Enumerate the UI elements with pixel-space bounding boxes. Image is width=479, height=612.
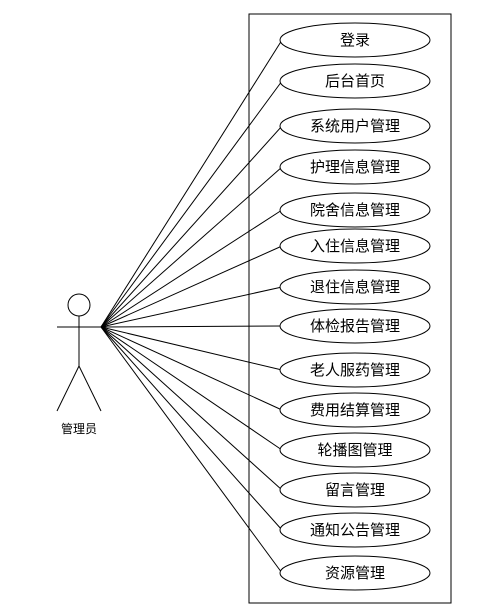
use-case-label: 资源管理	[325, 564, 385, 582]
use-case: 护理信息管理	[279, 149, 431, 185]
use-case-label: 通知公告管理	[310, 521, 400, 539]
use-case-label: 退住信息管理	[310, 278, 400, 296]
use-case-ellipse	[279, 108, 431, 144]
use-case-ellipse	[279, 392, 431, 428]
use-case-ellipse	[279, 192, 431, 228]
use-case-ellipse	[279, 63, 431, 99]
use-case: 通知公告管理	[279, 512, 431, 548]
use-case-ellipse	[279, 269, 431, 305]
use-case-label: 登录	[340, 31, 370, 49]
use-case: 系统用户管理	[279, 108, 431, 144]
use-case-ellipse	[279, 512, 431, 548]
use-case-label: 老人服药管理	[310, 361, 400, 379]
use-case: 留言管理	[279, 472, 431, 508]
use-case: 资源管理	[279, 555, 431, 591]
use-case-label: 入住信息管理	[310, 237, 400, 255]
association-line	[100, 326, 283, 491]
use-case: 入住信息管理	[279, 228, 431, 264]
association-lines	[100, 39, 283, 574]
use-case-ellipse	[279, 352, 431, 388]
use-case-label: 系统用户管理	[310, 117, 400, 135]
association-line	[100, 326, 283, 451]
association-line	[100, 325, 283, 328]
use-case-label: 院舍信息管理	[310, 201, 400, 219]
use-case: 退住信息管理	[279, 269, 431, 305]
system-boundary	[248, 13, 452, 604]
actor-left-leg	[56, 365, 80, 412]
use-case-ellipse	[279, 555, 431, 591]
association-line	[100, 326, 283, 411]
actor-head	[67, 293, 91, 317]
use-case-ellipse	[279, 149, 431, 185]
use-case: 体检报告管理	[279, 308, 431, 344]
actor-label: 管理员	[61, 421, 97, 436]
use-case: 轮播图管理	[279, 432, 431, 468]
use-case: 老人服药管理	[279, 352, 431, 388]
association-line	[100, 80, 283, 328]
use-case-label: 体检报告管理	[310, 317, 400, 335]
association-line	[100, 166, 283, 328]
use-case: 后台首页	[279, 63, 431, 99]
association-line	[100, 326, 283, 531]
use-case: 登录	[279, 22, 431, 58]
association-line	[100, 326, 283, 371]
association-line	[100, 286, 283, 328]
actor-figure	[56, 293, 102, 412]
actor-right-leg	[78, 365, 102, 412]
use-case: 费用结算管理	[279, 392, 431, 428]
use-case-list: 登录后台首页系统用户管理护理信息管理院舍信息管理入住信息管理退住信息管理体检报告…	[279, 22, 431, 591]
association-line	[100, 209, 283, 328]
association-line	[100, 245, 283, 328]
association-line	[100, 326, 283, 574]
association-line	[100, 125, 283, 328]
use-case-ellipse	[279, 22, 431, 58]
use-case-label: 留言管理	[325, 481, 385, 499]
use-case-label: 护理信息管理	[310, 158, 400, 176]
use-case-ellipse	[279, 432, 431, 468]
use-case-label: 费用结算管理	[310, 401, 400, 419]
use-case: 院舍信息管理	[279, 192, 431, 228]
use-case-label: 轮播图管理	[317, 441, 392, 459]
use-case-ellipse	[279, 472, 431, 508]
use-case-label: 后台首页	[325, 72, 385, 90]
association-line	[100, 39, 283, 328]
use-case-ellipse	[279, 228, 431, 264]
use-case-ellipse	[279, 308, 431, 344]
